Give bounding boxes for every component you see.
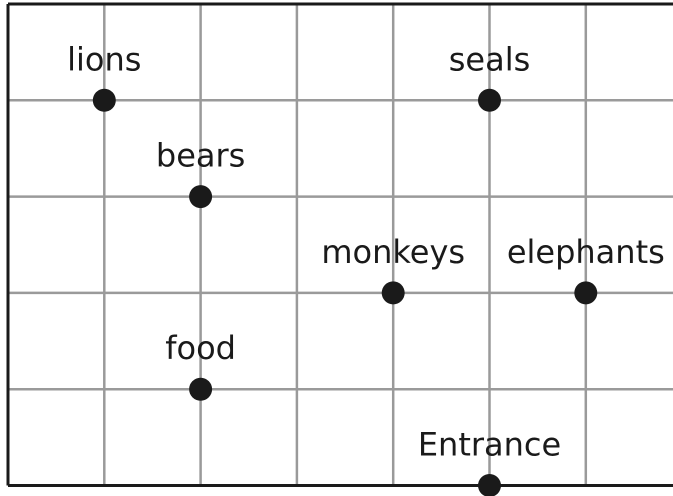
grid-lines (8, 4, 673, 486)
location-seals: seals (449, 40, 531, 112)
location-dot-lions (92, 88, 116, 112)
location-monkeys: monkeys (321, 233, 465, 305)
location-label-lions: lions (67, 40, 141, 78)
location-elephants: elephants (507, 233, 665, 305)
location-label-seals: seals (449, 40, 531, 78)
location-label-bears: bears (156, 137, 245, 175)
location-lions: lions (67, 40, 141, 112)
location-dot-seals (478, 88, 501, 112)
location-dot-bears (189, 185, 213, 209)
location-label-monkeys: monkeys (321, 233, 465, 271)
location-dot-entrance (478, 474, 501, 496)
location-bears: bears (156, 137, 245, 209)
map-border (6, 2, 673, 487)
location-dot-food (189, 377, 213, 401)
location-label-entrance: Entrance (418, 426, 561, 464)
location-dot-monkeys (381, 281, 405, 305)
location-food: food (165, 329, 236, 401)
location-label-elephants: elephants (507, 233, 665, 271)
location-label-food: food (165, 329, 236, 367)
location-dot-elephants (574, 281, 598, 305)
locations: lions seals bears monkeys elephants foodEntra… (67, 40, 665, 496)
location-entrance: Entrance (418, 426, 561, 496)
